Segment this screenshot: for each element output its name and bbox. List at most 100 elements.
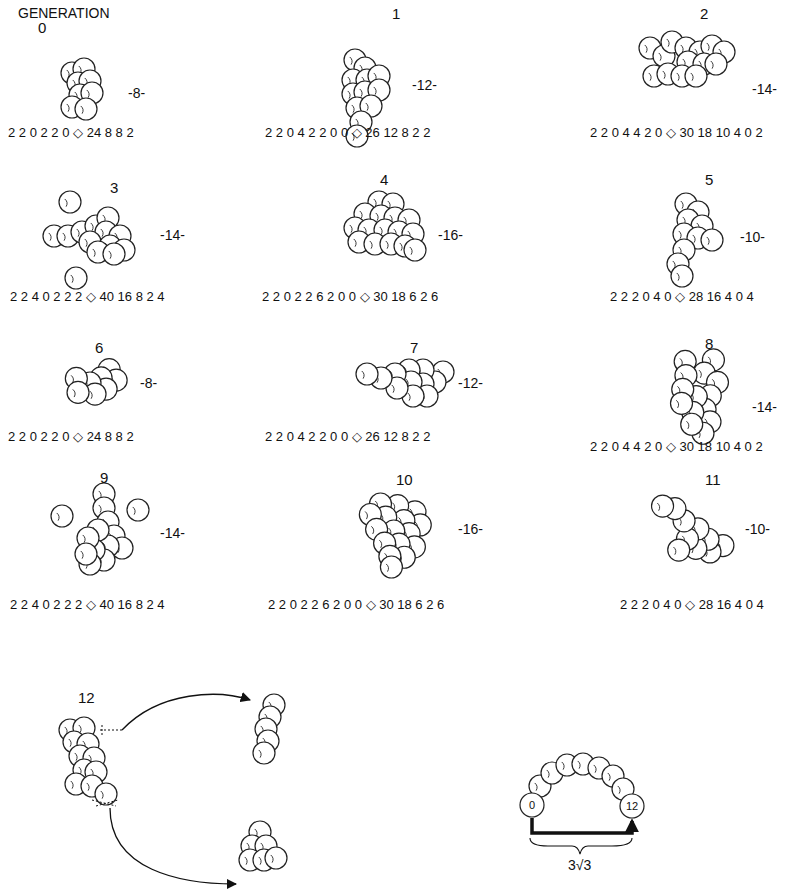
sphere-highlight: [85, 239, 87, 247]
sphere-cluster: [65, 359, 127, 405]
code-label: 2 2 0 2 2 0 ◇ 24 8 8 2: [8, 126, 134, 139]
labelled-sphere: 12: [619, 793, 645, 819]
sphere-highlight: [93, 249, 95, 257]
sphere-cluster: [671, 349, 729, 444]
heading-label: GENERATION: [18, 6, 110, 20]
displacement-arrow: [532, 818, 632, 833]
sphere-highlight: [360, 89, 362, 97]
generation-number: 3: [110, 180, 118, 195]
sphere-highlight: [71, 375, 73, 383]
code-label: 2 2 0 4 2 2 0 0 ◇ 26 12 8 2 2: [265, 126, 430, 139]
sphere-highlight: [362, 371, 364, 379]
sphere-highlight: [259, 750, 261, 758]
fragment-cluster: [239, 821, 287, 871]
sphere-highlight: [366, 103, 368, 111]
sphere-cluster: [359, 493, 431, 578]
split-arrow: [110, 808, 236, 884]
sphere-highlight: [81, 551, 83, 559]
sphere-highlight: [63, 233, 65, 241]
sphere-highlight: [659, 53, 661, 61]
sphere-highlight: [376, 213, 378, 221]
sphere-highlight: [676, 400, 678, 408]
sphere-highlight: [681, 45, 683, 53]
sphere: [668, 539, 690, 561]
sphere-cluster: [639, 31, 735, 87]
code-label: 2 2 2 0 4 0 ◇ 28 16 4 0 4: [610, 290, 754, 303]
labelled-sphere: 0: [519, 792, 545, 818]
count-label: -10-: [745, 522, 770, 536]
sphere-highlight: [77, 229, 79, 237]
sphere-highlight: [400, 243, 402, 251]
sphere-highlight: [79, 725, 81, 733]
sphere-highlight: [408, 393, 410, 401]
sphere-highlight: [360, 211, 362, 219]
sphere-highlight: [87, 90, 89, 98]
sphere-cluster: [51, 483, 149, 575]
fragment-cluster: [253, 694, 285, 764]
generation-number: 12: [78, 690, 95, 705]
sphere: [652, 495, 674, 517]
count-label: -14-: [160, 228, 185, 242]
sphere: [103, 243, 125, 265]
sphere: [356, 363, 378, 385]
generation-number: 5: [705, 172, 713, 187]
sphere-highlight: [259, 857, 261, 865]
sphere-highlight: [71, 781, 73, 789]
sphere-number: 0: [519, 792, 545, 818]
count-label: -12-: [458, 376, 483, 390]
sphere-highlight: [699, 370, 701, 378]
sphere: [67, 381, 89, 403]
sphere-cluster: [61, 58, 103, 120]
sphere-highlight: [81, 106, 83, 114]
sphere-highlight: [380, 227, 382, 235]
code-label: 2 2 0 4 4 2 0 ◇ 30 18 10 4 0 2: [590, 440, 763, 453]
sphere-highlight: [245, 857, 247, 865]
sphere-highlight: [49, 233, 51, 241]
sphere-highlight: [608, 773, 610, 781]
sphere-highlight: [101, 229, 103, 237]
sphere: [681, 413, 703, 435]
sphere-highlight: [681, 201, 683, 209]
sphere: [51, 505, 73, 527]
sphere-highlight: [133, 507, 135, 515]
sphere-highlight: [578, 761, 580, 769]
sphere: [671, 265, 693, 287]
code-label: 2 2 0 2 2 6 2 0 0 ◇ 30 18 6 2 6: [262, 290, 438, 303]
sphere-cluster: [344, 191, 426, 261]
dimension-label: 3√3: [568, 858, 591, 872]
sphere-highlight: [348, 91, 350, 99]
sphere-highlight: [673, 547, 675, 555]
sphere: [701, 229, 723, 251]
sphere-highlight: [535, 783, 537, 791]
code-label: 2 2 2 0 4 0 ◇ 28 16 4 0 4: [620, 598, 764, 611]
sphere-highlight: [386, 241, 388, 249]
sphere-highlight: [645, 45, 647, 53]
sphere-cluster: [356, 359, 454, 407]
count-label: -8-: [140, 376, 157, 390]
sphere-highlight: [90, 391, 92, 399]
sphere-cluster: [667, 193, 723, 287]
sphere-highlight: [392, 385, 394, 393]
sphere-highlight: [65, 199, 67, 207]
count-label: -8-: [128, 86, 145, 100]
sphere-highlight: [99, 505, 101, 513]
sphere-chain: [529, 753, 634, 800]
sphere-highlight: [91, 223, 93, 231]
sphere-highlight: [410, 247, 412, 255]
code-label: 2 2 0 2 2 6 2 0 0 ◇ 30 18 6 2 6: [268, 598, 444, 611]
sphere-highlight: [707, 237, 709, 245]
sphere-highlight: [677, 273, 679, 281]
sphere-highlight: [354, 239, 356, 247]
sphere: [705, 53, 727, 75]
generation-number: 8: [705, 336, 713, 351]
sphere: [265, 847, 287, 869]
sphere-highlight: [693, 235, 695, 243]
cut-mark: [100, 725, 122, 735]
code-label: 2 2 0 4 2 2 0 0 ◇ 26 12 8 2 2: [265, 430, 430, 443]
sphere: [95, 783, 117, 805]
sphere-highlight: [87, 783, 89, 791]
sphere-highlight: [679, 231, 681, 239]
generation-number: 9: [100, 470, 108, 485]
sphere: [380, 556, 402, 578]
code-label: 2 2 4 0 2 2 2 ◇ 40 16 8 2 4: [10, 598, 165, 611]
